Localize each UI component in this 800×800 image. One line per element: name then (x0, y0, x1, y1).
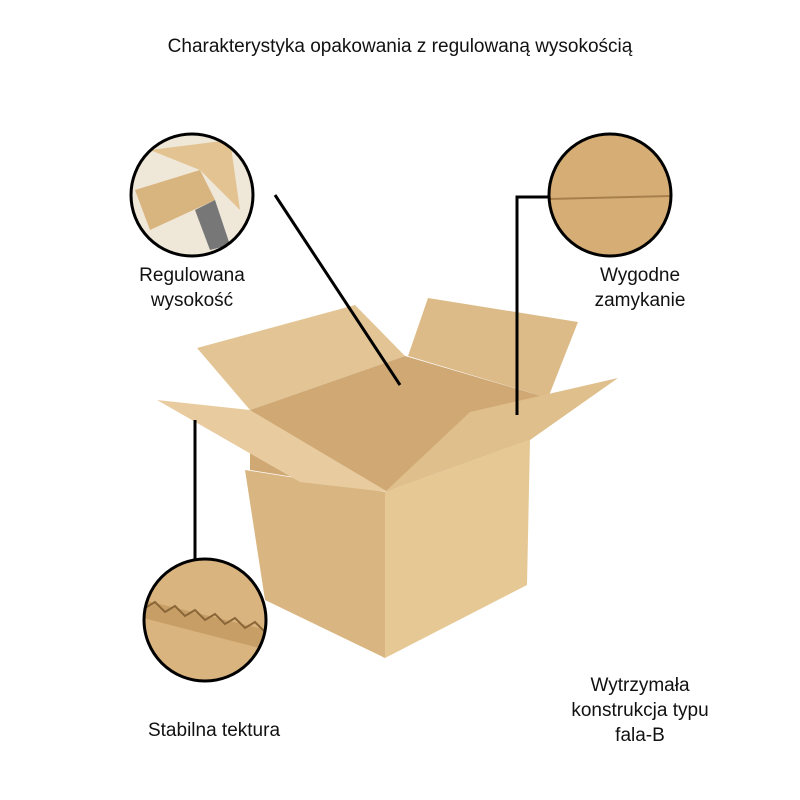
feature-label-adjustable-height: Regulowana wysokość (92, 263, 292, 313)
label-line: Wygodne (599, 265, 681, 286)
label-line: fala-B (615, 725, 665, 746)
back-right-flap (408, 298, 578, 398)
left-front-flap (157, 400, 388, 492)
back-left-flap (197, 305, 405, 410)
right-front-flap (385, 378, 618, 492)
label-line: wysokość (150, 290, 234, 311)
detail-circle-board (142, 557, 268, 683)
detail-circle-height (129, 132, 255, 258)
feature-label-stable-board: Stabilna tektura (104, 718, 324, 743)
front-right-face (385, 440, 530, 658)
cardboard-box (157, 298, 618, 658)
page-title: Charakterystyka opakowania z regulowaną … (167, 36, 633, 57)
label-line: zamykanie (594, 290, 686, 311)
label-line: Regulowana (139, 265, 245, 286)
label-line: Wytrzymała (590, 675, 690, 696)
leader-line-closing (515, 195, 550, 415)
feature-label-easy-closing: Wygodne zamykanie (540, 263, 740, 313)
label-line: konstrukcja typu (571, 700, 709, 721)
feature-label-b-flute: Wytrzymała konstrukcja typu fala-B (530, 673, 750, 748)
leader-line-height (273, 194, 402, 386)
front-left-face (245, 470, 385, 658)
detail-circle-closing (547, 132, 673, 258)
label-line: Stabilna tektura (147, 720, 281, 741)
